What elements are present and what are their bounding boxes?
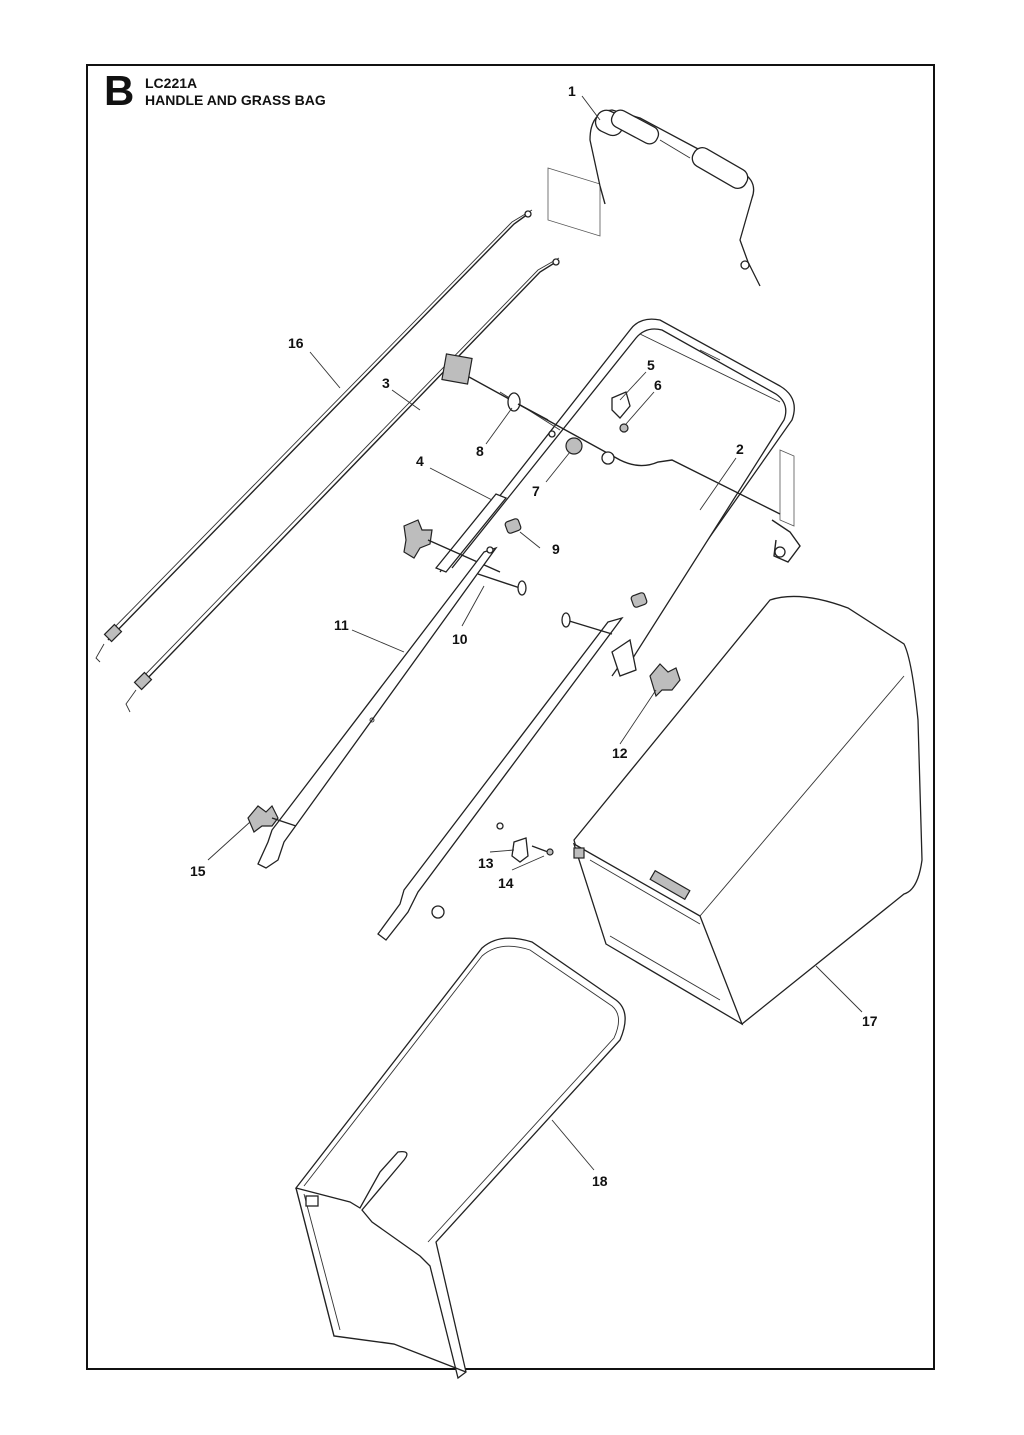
callout-1: 1	[568, 83, 576, 99]
part-3-cable	[125, 257, 560, 713]
callout-2: 2	[736, 441, 744, 457]
diagram-frame	[86, 64, 935, 1370]
callout-10: 10	[452, 631, 468, 647]
callout-5: 5	[647, 357, 655, 373]
callout-4: 4	[416, 453, 424, 469]
part-14-screw	[531, 845, 554, 856]
model-number: LC221A	[145, 75, 198, 91]
callout-8: 8	[476, 443, 484, 459]
callout-11: 11	[334, 617, 349, 633]
part-13-clip	[496, 822, 529, 863]
callout-3: 3	[382, 375, 390, 391]
callout-16: 16	[288, 335, 304, 351]
star-knob-left	[403, 519, 501, 573]
callout-13: 13	[478, 855, 494, 871]
callout-6: 6	[654, 377, 662, 393]
part-1-upper-handle	[547, 109, 761, 287]
part-6-screw	[619, 423, 629, 433]
callout-17: 17	[862, 1013, 878, 1029]
part-16-cable	[95, 209, 533, 663]
part-11-lower-handle	[257, 546, 498, 869]
lower-handle-right	[377, 592, 648, 941]
part-8-bolt	[507, 392, 549, 421]
part-18-bag-frame	[294, 937, 626, 1380]
diagram-title: HANDLE AND GRASS BAG	[145, 92, 326, 108]
part-7-nut	[548, 430, 583, 455]
callout-18: 18	[592, 1173, 608, 1189]
part-9-nut	[504, 518, 522, 534]
part-12-star-knob	[649, 663, 681, 698]
part-10-bolt	[477, 573, 527, 596]
section-letter: B	[104, 67, 135, 114]
callout-9: 9	[552, 541, 560, 557]
part-2-main-handle	[439, 318, 801, 677]
callout-7: 7	[532, 483, 540, 499]
callout-14: 14	[498, 875, 514, 891]
part-4-bracket	[434, 353, 508, 573]
leader-lines	[207, 95, 863, 1171]
callout-labels: 1 2 3 4 5 6 7 8 9 10 11 12 13 14 15 16 1…	[190, 83, 878, 1189]
part-15-star-knob	[247, 804, 297, 833]
part-5-clip	[611, 391, 631, 419]
callout-15: 15	[190, 863, 206, 879]
part-17-grass-bag	[572, 595, 923, 1026]
callout-12: 12	[612, 745, 628, 761]
